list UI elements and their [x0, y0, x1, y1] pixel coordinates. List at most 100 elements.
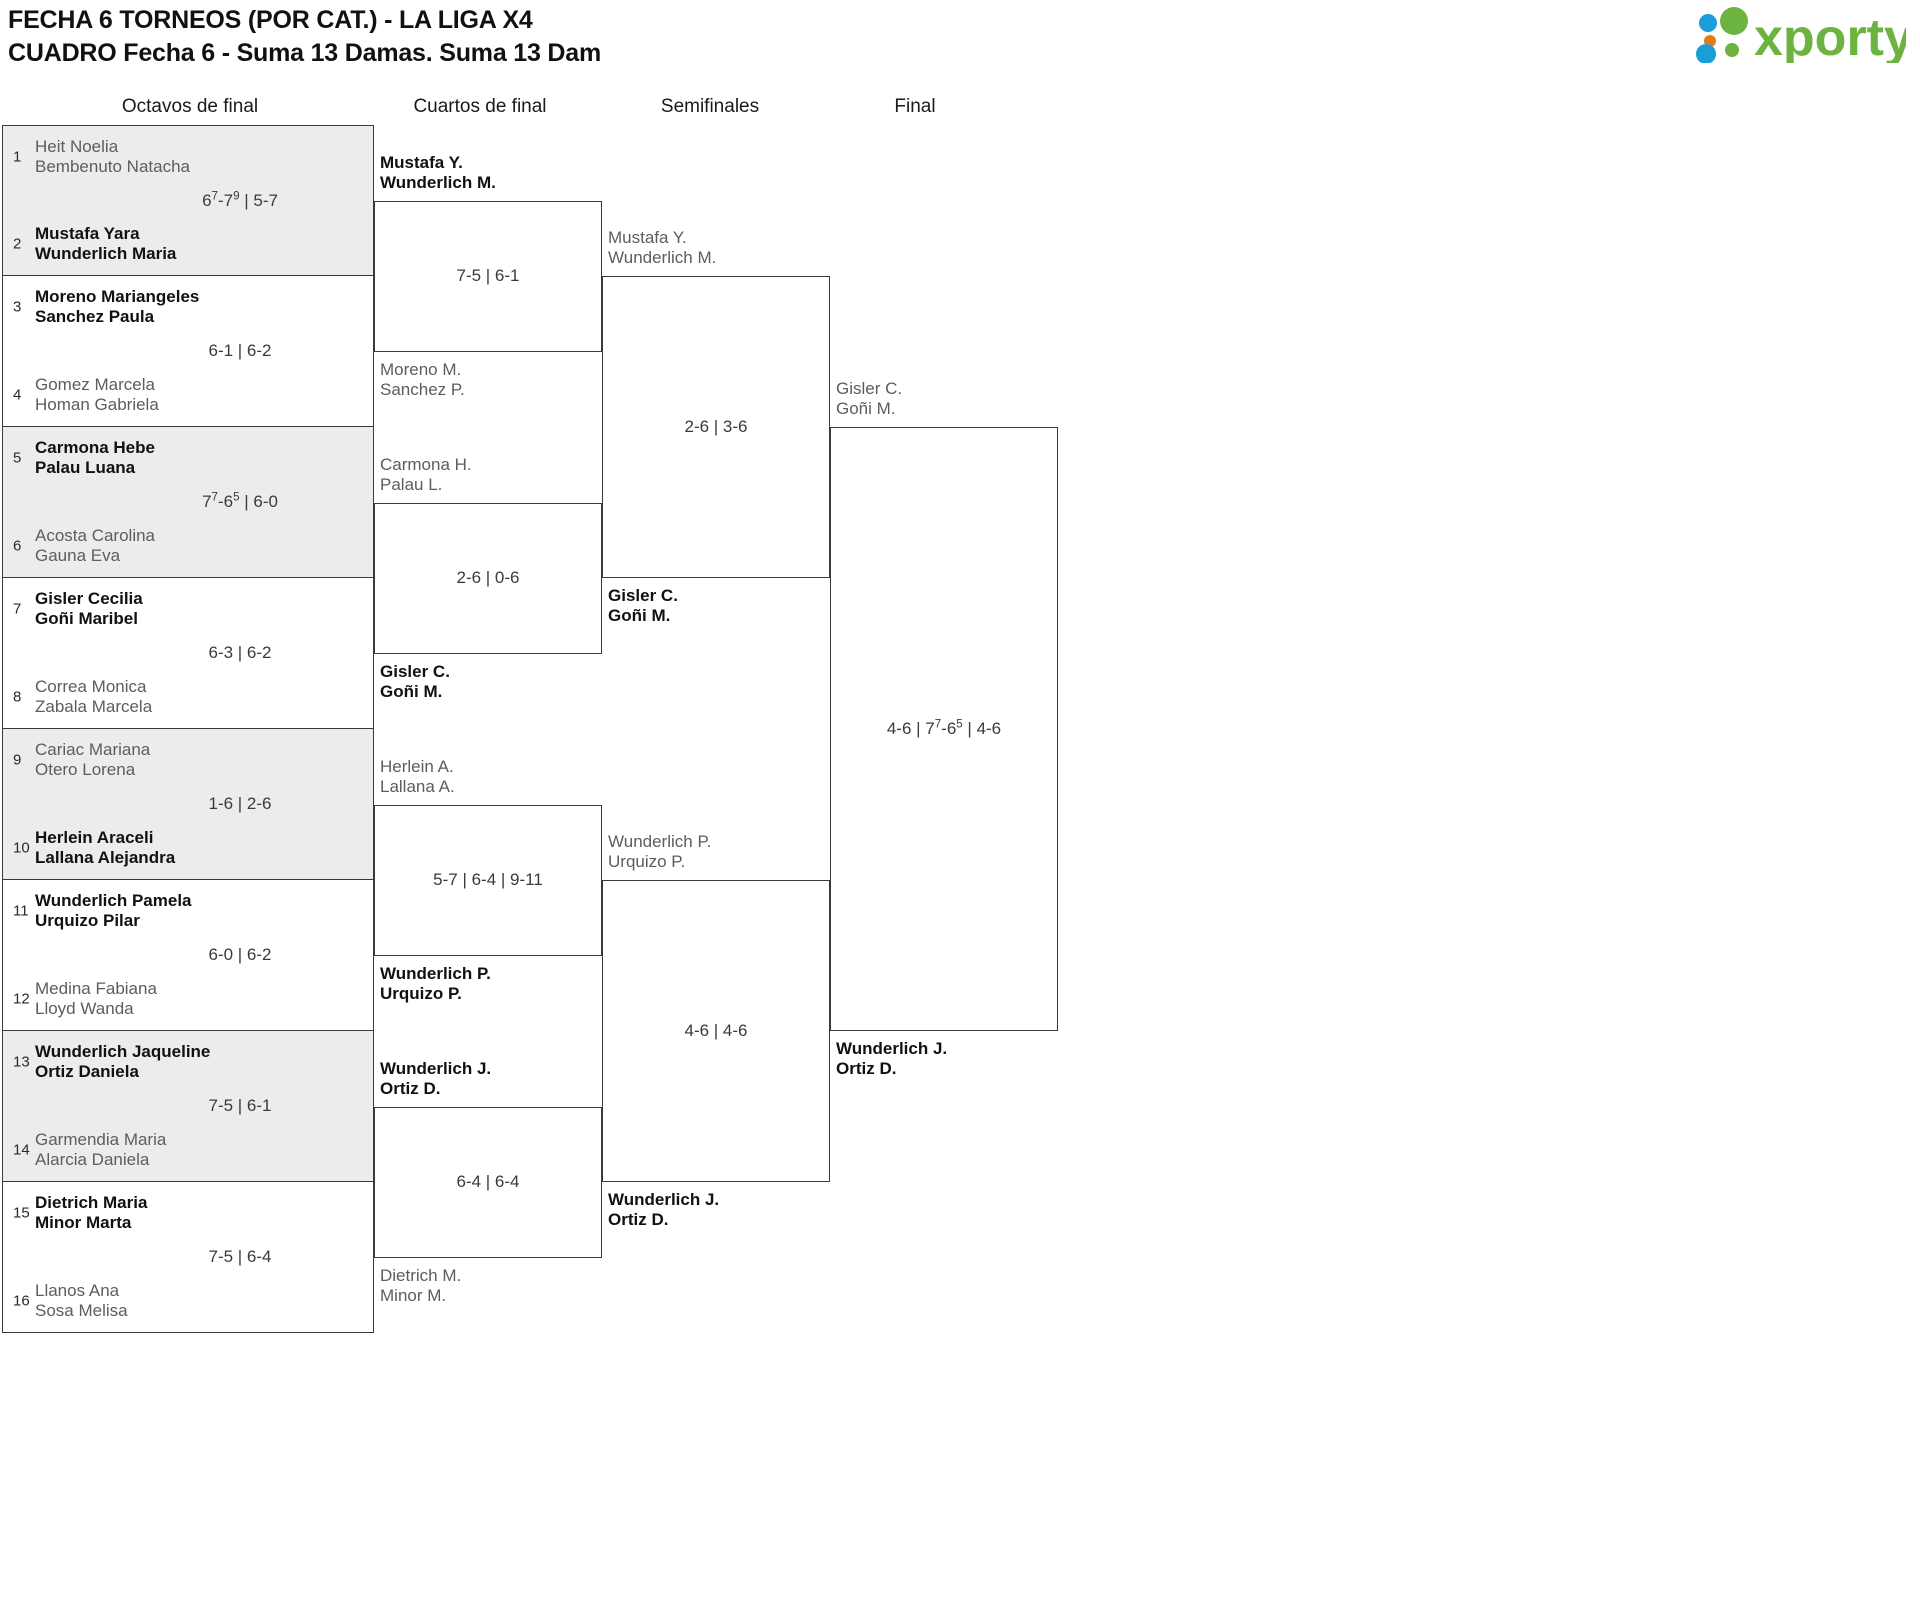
player-name: Goñi M.: [380, 681, 443, 701]
cuartos-slot-top-1: Mustafa Y.Wunderlich M.: [380, 153, 496, 193]
player-name: Herlein Araceli: [35, 828, 154, 847]
seed-number: 12: [13, 990, 30, 1008]
seed-number: 8: [13, 688, 22, 706]
player-name: Alarcia Daniela: [35, 1150, 150, 1169]
player-name: Urquizo P.: [380, 983, 462, 1003]
player-name: Carmona H.: [380, 454, 472, 474]
cuartos-match-4[interactable]: 6-4 | 6-4: [374, 1106, 602, 1258]
cuartos-match-3[interactable]: 5-7 | 6-4 | 9-11: [374, 804, 602, 956]
match-score: 7-5 | 6-4: [208, 1247, 272, 1266]
seed-number: 3: [13, 298, 22, 316]
player-name: Goñi M.: [836, 399, 896, 418]
title-line-2: CUADRO Fecha 6 - Suma 13 Damas. Suma 13 …: [8, 39, 602, 67]
player-name: Mustafa Yara: [35, 224, 140, 243]
seed-number: 10: [13, 839, 30, 857]
cuartos-match-2[interactable]: 2-6 | 0-6: [374, 502, 602, 654]
player-name: Gauna Eva: [35, 546, 121, 565]
player-name: Urquizo Pilar: [35, 911, 140, 930]
player-name: Urquizo P.: [608, 852, 686, 871]
final-slot-top-team: Gisler C.Goñi M.: [836, 379, 902, 419]
semifinal-slot-bottom-2: Wunderlich J.Ortiz D.: [608, 1190, 719, 1230]
player-name: Gisler C.: [836, 379, 903, 398]
round-header-cuartos: Cuartos de final: [413, 96, 547, 117]
cuartos-slot-top-3: Herlein A.Lallana A.: [380, 757, 455, 797]
player-name: Gisler C.: [380, 661, 450, 681]
seed-number: 2: [13, 235, 22, 253]
semifinal-slot-bottom-2-team: Wunderlich J.Ortiz D.: [608, 1190, 719, 1230]
player-name: Homan Gabriela: [35, 395, 159, 414]
player-name: Minor M.: [380, 1285, 447, 1305]
semifinal-slot-top-1: Mustafa Y.Wunderlich M.: [608, 228, 716, 268]
player-name: Zabala Marcela: [35, 697, 153, 716]
cuartos-slot-top-3-team: Herlein A.Lallana A.: [380, 757, 455, 797]
cuartos-slot-bottom-1-team: Moreno M.Sanchez P.: [380, 360, 465, 400]
player-name: Ortiz Daniela: [35, 1062, 139, 1081]
cuartos-slot-top-4-team: Wunderlich J.Ortiz D.: [380, 1059, 491, 1099]
player-name: Wunderlich J.: [380, 1058, 492, 1078]
player-name: Ortiz D.: [836, 1059, 897, 1078]
player-name: Lallana A.: [380, 776, 455, 796]
cuartos-slot-bottom-2-team: Gisler C.Goñi M.: [380, 662, 450, 702]
player-name: Gisler Cecilia: [35, 589, 143, 608]
cuartos-slot-top-4: Wunderlich J.Ortiz D.: [380, 1059, 491, 1099]
cuartos-slot-bottom-3-team: Wunderlich P.Urquizo P.: [380, 964, 491, 1004]
xporty-logo-icon: xporty: [1696, 7, 1906, 63]
cuartos-slot-bottom-4: Dietrich M.Minor M.: [380, 1266, 461, 1306]
player-name: Gomez Marcela: [35, 375, 155, 394]
player-name: Wunderlich Jaqueline: [35, 1042, 211, 1061]
player-name: Goñi M.: [608, 606, 671, 625]
player-name: Wunderlich P.: [608, 832, 712, 851]
player-name: Lloyd Wanda: [35, 999, 134, 1018]
cuartos-slot-bottom-3: Wunderlich P.Urquizo P.: [380, 964, 491, 1004]
player-name: Sosa Melisa: [35, 1301, 128, 1320]
xporty-logo: xporty: [1686, 6, 1906, 64]
cuartos-score-4: 6-4 | 6-4: [456, 1172, 520, 1191]
cuartos-slot-bottom-2: Gisler C.Goñi M.: [380, 662, 450, 702]
semifinal-slot-top-1-team: Mustafa Y.Wunderlich M.: [608, 228, 716, 268]
seed-number: 7: [13, 600, 22, 618]
seed-number: 11: [13, 902, 29, 920]
player-name: Dietrich Maria: [35, 1193, 148, 1212]
cuartos-match-1[interactable]: 7-5 | 6-1: [374, 200, 602, 352]
match-score: 1-6 | 2-6: [208, 794, 272, 813]
seed-number: 16: [13, 1292, 30, 1310]
player-name: Wunderlich M.: [608, 248, 717, 267]
final-match[interactable]: 4-6 | 77-65 | 4-6: [830, 427, 1058, 1031]
player-name: Correa Monica: [35, 677, 147, 696]
player-name: Palau L.: [380, 474, 443, 494]
player-name: Cariac Mariana: [35, 740, 151, 759]
seed-number: 5: [13, 449, 22, 467]
semifinal-match-2[interactable]: 4-6 | 4-6: [602, 880, 830, 1182]
player-name: Wunderlich J.: [608, 1190, 720, 1209]
player-name: Moreno Mariangeles: [35, 287, 200, 306]
round-header-final: Final: [894, 96, 936, 117]
match-score: 67-79 | 5-7: [202, 189, 278, 210]
match-score: 6-3 | 6-2: [208, 643, 272, 662]
player-name: Minor Marta: [35, 1213, 132, 1232]
match-score: 6-0 | 6-2: [208, 945, 272, 964]
semifinal-match-1[interactable]: 2-6 | 3-6: [602, 276, 830, 578]
semifinal-score-2: 4-6 | 4-6: [684, 1021, 748, 1040]
player-name: Goñi Maribel: [35, 609, 138, 628]
cuartos-score-1: 7-5 | 6-1: [456, 266, 520, 285]
cuartos-slot-top-1-team: Mustafa Y.Wunderlich M.: [380, 153, 496, 193]
